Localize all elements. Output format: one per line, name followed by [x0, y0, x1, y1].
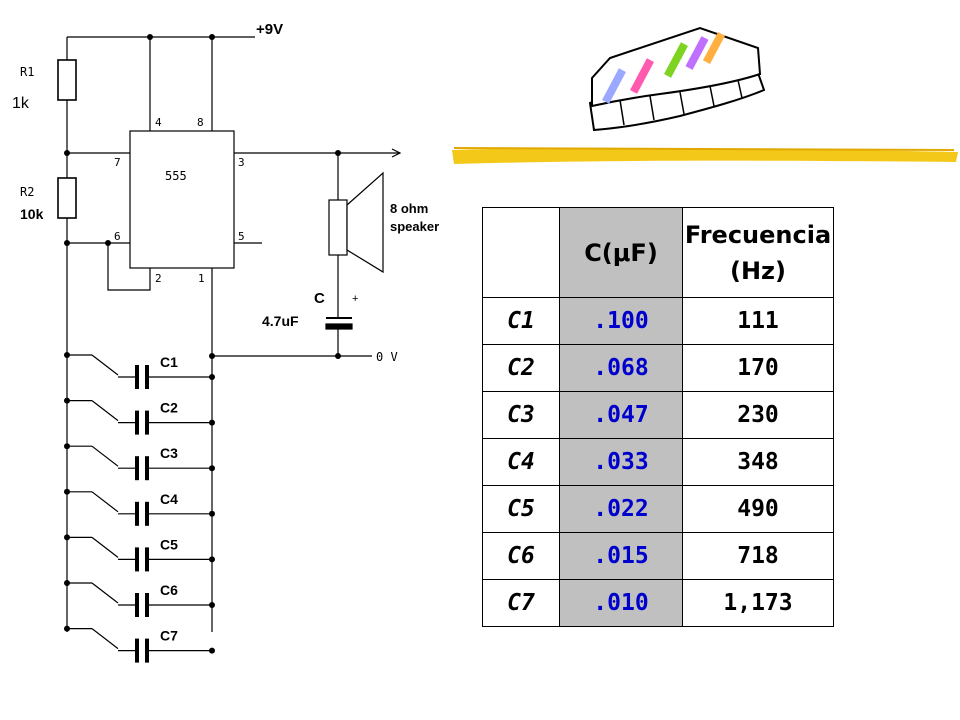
freq-value-cell: 230 [682, 391, 834, 439]
row-label-cell: C1 [482, 297, 560, 345]
coupling-cap-polarity: + [352, 293, 358, 305]
pin-4-label: 4 [155, 116, 162, 129]
freq-value-cell: 170 [682, 344, 834, 392]
cap-value-cell: .100 [559, 297, 683, 345]
header-empty [482, 207, 560, 298]
coupling-cap-name: C [314, 290, 325, 307]
header-frequency: Frecuencia (Hz) [682, 207, 834, 298]
pin-1-label: 1 [198, 272, 205, 285]
switch-cap-branch [64, 352, 215, 389]
ic-label: 555 [165, 169, 187, 183]
switched-cap-label: C1 [160, 354, 178, 370]
title-underline-bar [452, 147, 958, 164]
freq-value-cell: 348 [682, 438, 834, 486]
switch-cap-branch [64, 488, 215, 526]
row-label-cell: C3 [482, 391, 560, 439]
switch-cap-branch [64, 625, 215, 663]
header-capacitance: C(μF) [559, 207, 683, 298]
freq-value-cell: 111 [682, 297, 834, 345]
cap-value-cell: .068 [559, 344, 683, 392]
row-label-cell: C5 [482, 485, 560, 533]
cap-value-cell: .047 [559, 391, 683, 439]
switched-cap-label: C2 [160, 400, 178, 416]
r2-name: R2 [20, 185, 34, 199]
switched-cap-label: C3 [160, 445, 178, 461]
cap-value-cell: .033 [559, 438, 683, 486]
r2-value: 10k [20, 206, 44, 222]
speaker-label-line1: 8 ohm [390, 201, 428, 216]
pin-8-label: 8 [197, 116, 204, 129]
supply-label: +9V [256, 21, 283, 38]
pin-7-label: 7 [114, 156, 121, 169]
pin-5-label: 5 [238, 230, 245, 243]
row-label-cell: C7 [482, 579, 560, 627]
switch-cap-branch [64, 534, 215, 572]
freq-value-cell: 1,173 [682, 579, 834, 627]
piano-keys-logo [588, 26, 766, 132]
switch-cap-branch [64, 443, 215, 481]
switch-cap-branch [64, 397, 215, 435]
r1-value: 1k [12, 95, 30, 112]
switched-cap-label: C6 [160, 582, 178, 598]
row-label-cell: C2 [482, 344, 560, 392]
pin-2-label: 2 [155, 272, 162, 285]
table-header-row: C(μF) Frecuencia (Hz) [482, 207, 834, 298]
row-label-cell: C4 [482, 438, 560, 486]
switched-cap-label: C5 [160, 536, 178, 552]
cap-value-cell: .010 [559, 579, 683, 627]
freq-value-cell: 490 [682, 485, 834, 533]
cap-value-cell: .022 [559, 485, 683, 533]
coupling-cap-value: 4.7uF [262, 313, 299, 329]
switched-cap-label: C4 [160, 491, 178, 507]
speaker-label-line2: speaker [390, 219, 439, 234]
row-label-cell: C6 [482, 532, 560, 580]
pin-6-label: 6 [114, 230, 121, 243]
pin-3-label: 3 [238, 156, 245, 169]
r1-name: R1 [20, 65, 34, 79]
switched-cap-label: C7 [160, 628, 178, 644]
ground-label: 0 V [376, 350, 398, 364]
switch-cap-branch [64, 580, 215, 617]
freq-value-cell: 718 [682, 532, 834, 580]
cap-value-cell: .015 [559, 532, 683, 580]
